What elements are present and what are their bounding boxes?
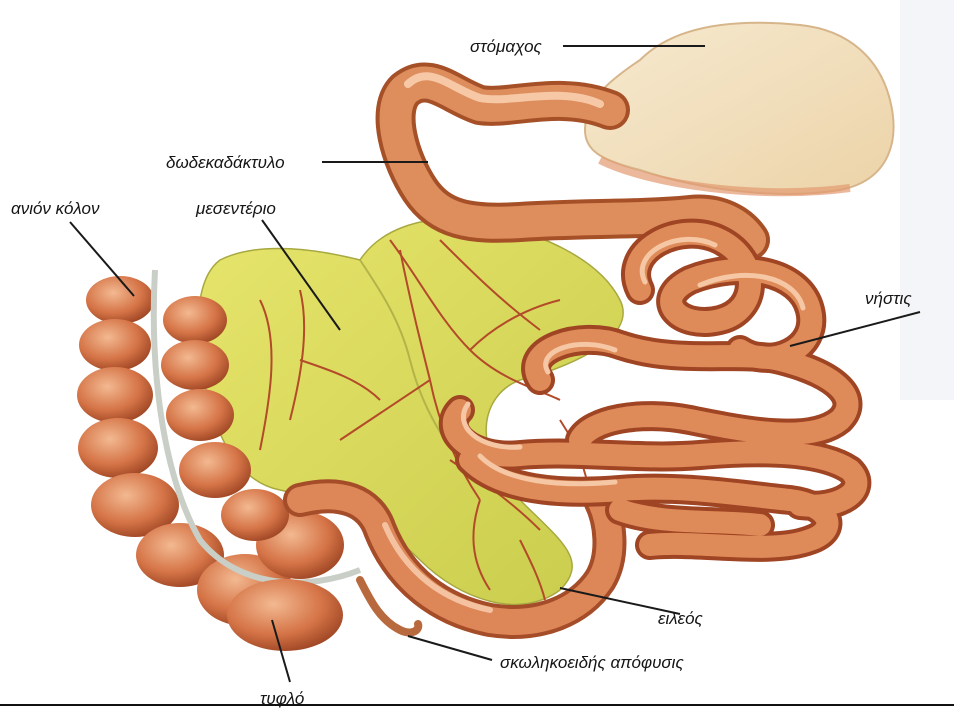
label-jejunum: νήστις: [865, 289, 912, 308]
page-bleed: [900, 0, 954, 400]
label-mesentery: μεσεντέριο: [195, 199, 276, 218]
label-duodenum: δωδεκαδάκτυλο: [166, 153, 285, 172]
leader-appendix: [408, 636, 492, 660]
label-stomach: στόμαχος: [470, 37, 543, 56]
label-appendix: σκωληκοειδής απόφυσις: [500, 653, 684, 672]
label-ileum: ειλεός: [658, 609, 704, 628]
label-ascending-colon: ανιόν κόλον: [11, 199, 100, 218]
stomach-shape: [585, 23, 893, 194]
cecum-shape: [227, 579, 343, 651]
